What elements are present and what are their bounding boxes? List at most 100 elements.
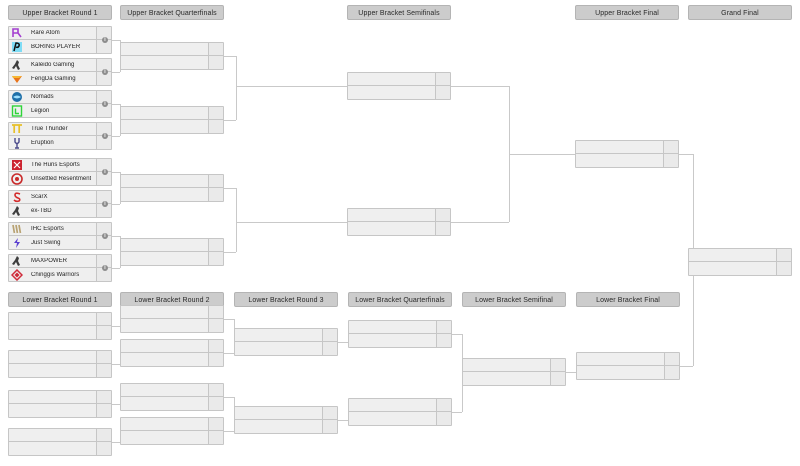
match-row[interactable] [235,329,337,342]
match-row[interactable] [576,154,678,167]
match-row[interactable] [9,364,111,377]
match-row[interactable] [235,407,337,420]
match-info-icon[interactable]: i [102,37,108,43]
match-row[interactable] [121,306,223,319]
match-row[interactable] [121,252,223,265]
match-row[interactable] [235,342,337,355]
match-info-icon[interactable]: i [102,201,108,207]
match-info-icon[interactable]: i [102,265,108,271]
match-lb-r2-3[interactable] [120,383,224,411]
match-row[interactable] [121,120,223,133]
match-row[interactable] [121,353,223,366]
match-row[interactable] [121,431,223,444]
match-row[interactable]: Kaleido Gaming [9,59,111,72]
match-lb-qf-2[interactable] [348,398,452,426]
match-ub-qf-4[interactable] [120,238,224,266]
match-ub-qf-3[interactable] [120,174,224,202]
match-row[interactable] [348,73,450,86]
match-row[interactable] [121,175,223,188]
match-row[interactable]: Legion [9,104,111,117]
match-ub-sf-2[interactable] [347,208,451,236]
match-row[interactable] [577,366,679,379]
match-row[interactable] [349,334,451,347]
match-row[interactable] [348,222,450,235]
match-row[interactable]: ex-TBD [9,204,111,217]
match-row[interactable]: MAXPOWER [9,255,111,268]
match-row[interactable] [577,353,679,366]
match-row[interactable] [121,340,223,353]
match-info-icon[interactable]: i [102,233,108,239]
match-row[interactable]: Rare Atom [9,27,111,40]
match-row[interactable]: Nomads [9,91,111,104]
match-row[interactable] [689,262,791,275]
match-row[interactable] [463,359,565,372]
match-info-icon[interactable]: i [102,169,108,175]
match-row[interactable] [121,56,223,69]
match-info-icon[interactable]: i [102,101,108,107]
match-row[interactable]: The Huns Esports [9,159,111,172]
match-lb-r3-2[interactable] [234,406,338,434]
match-row[interactable] [121,418,223,431]
match-row[interactable] [576,141,678,154]
match-row[interactable] [121,43,223,56]
match-row[interactable] [121,384,223,397]
match-row[interactable] [235,420,337,433]
match-info-icon[interactable]: i [102,133,108,139]
match-lb-r2-1[interactable] [120,305,224,333]
match-row[interactable]: Just Swing [9,236,111,249]
match-row[interactable] [9,442,111,455]
match-info-icon[interactable]: i [102,69,108,75]
match-row[interactable]: True Thunder [9,123,111,136]
match-row[interactable] [348,86,450,99]
match-row[interactable] [121,239,223,252]
connector-line [451,86,509,87]
match-row[interactable] [9,313,111,326]
match-row[interactable] [121,319,223,332]
match-row[interactable]: IHC Esports [9,223,111,236]
match-lb-r1-4[interactable] [8,428,112,456]
nomads-logo [11,91,27,103]
match-ub-f-1[interactable] [575,140,679,168]
match-lb-r2-4[interactable] [120,417,224,445]
match-lb-r3-1[interactable] [234,328,338,356]
match-ub-qf-2[interactable] [120,106,224,134]
match-row[interactable] [349,399,451,412]
match-lb-qf-1[interactable] [348,320,452,348]
match-row[interactable] [121,397,223,410]
match-row[interactable] [349,321,451,334]
match-lb-r1-2[interactable] [8,350,112,378]
match-row[interactable] [349,412,451,425]
match-row[interactable] [121,188,223,201]
match-lb-r1-1[interactable] [8,312,112,340]
match-row[interactable] [348,209,450,222]
match-row[interactable] [9,391,111,404]
match-lb-r1-3[interactable] [8,390,112,418]
match-row[interactable] [9,404,111,417]
match-row[interactable]: Chinggis Warriors [9,268,111,281]
match-ub-qf-1[interactable] [120,42,224,70]
match-lb-r2-2[interactable] [120,339,224,367]
match-row[interactable] [463,372,565,385]
match-row[interactable]: FengDa Gaming [9,72,111,85]
match-gf-1[interactable] [688,248,792,276]
match-lb-sf-1[interactable] [462,358,566,386]
match-row[interactable] [689,249,791,262]
match-row[interactable] [121,107,223,120]
match-lb-f-1[interactable] [576,352,680,380]
match-row[interactable]: Eruption [9,136,111,149]
match-row[interactable]: Unsettled Resentment [9,172,111,185]
match-row[interactable] [9,429,111,442]
match-row[interactable] [9,326,111,339]
match-row[interactable]: ScarX [9,191,111,204]
match-ub-sf-1[interactable] [347,72,451,100]
match-row[interactable] [9,351,111,364]
match-row[interactable]: BORING PLAYER [9,40,111,53]
